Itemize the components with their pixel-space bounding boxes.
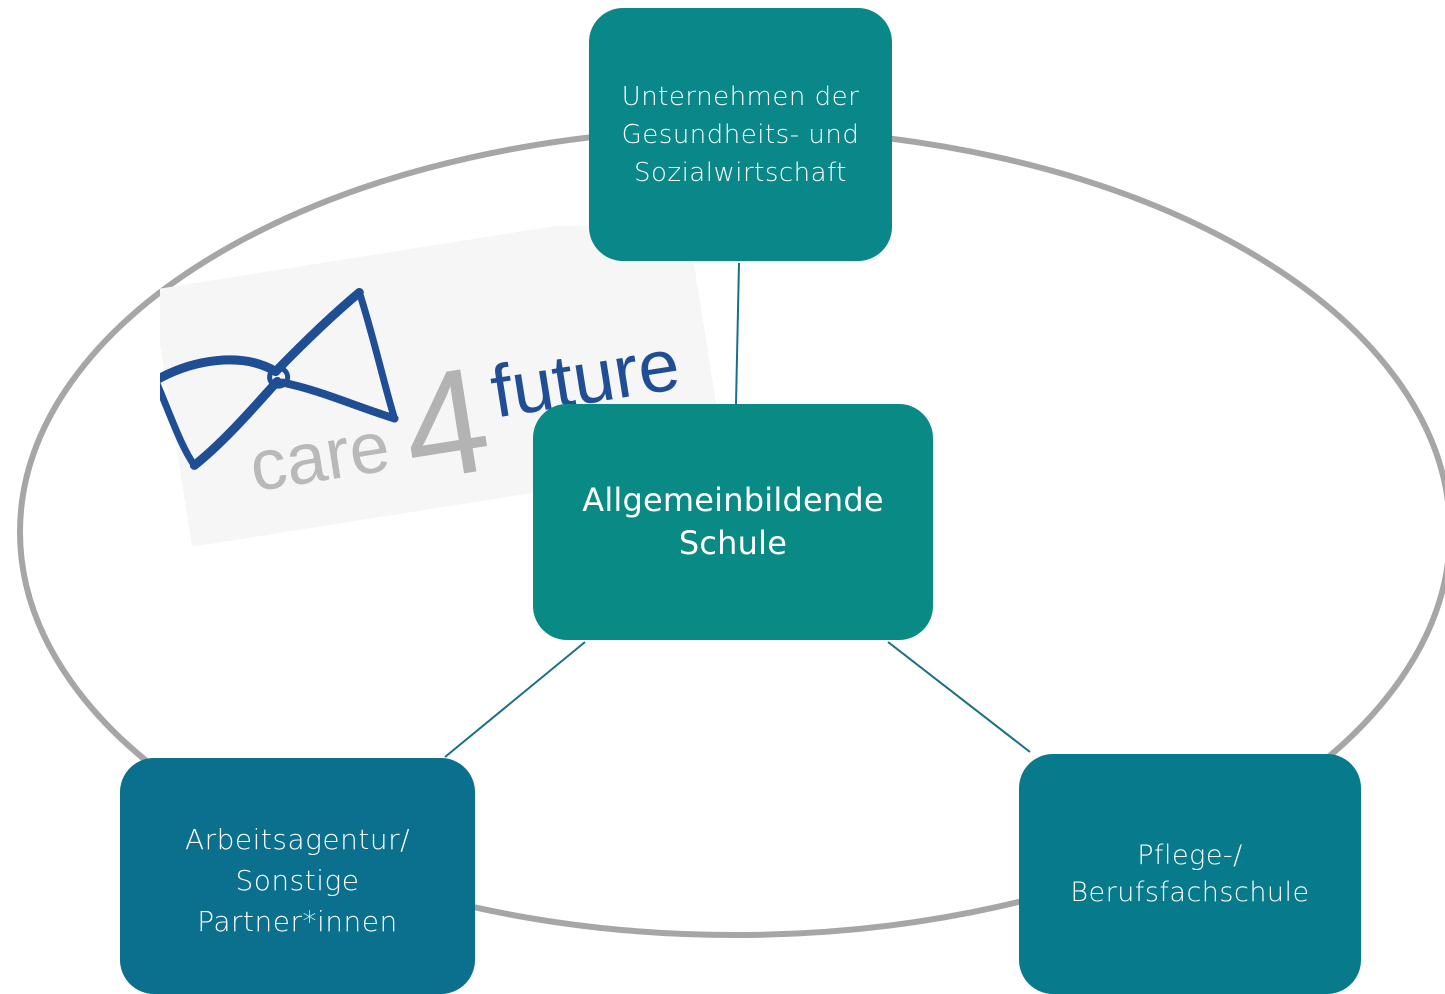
node-pflege-berufsfachschule-label: Pflege-/ Berufsfachschule (1070, 840, 1310, 908)
node-allgemeinbildende-schule-label: Allgemeinbildende Schule (582, 481, 884, 562)
bow-tie-icon (160, 287, 399, 470)
node-arbeitsagentur: Arbeitsagentur/ Sonstige Partner*innen (120, 758, 475, 994)
connector-center-right (887, 641, 1031, 753)
node-arbeitsagentur-label: Arbeitsagentur/ Sonstige Partner*innen (184, 822, 411, 938)
connector-center-left (444, 641, 586, 758)
connector-top-center (735, 262, 740, 405)
node-unternehmen-label: Unternehmen der Gesundheits- und Sozialw… (621, 81, 860, 188)
node-pflege-berufsfachschule: Pflege-/ Berufsfachschule (1019, 754, 1361, 994)
node-allgemeinbildende-schule: Allgemeinbildende Schule (533, 404, 933, 640)
node-unternehmen: Unternehmen der Gesundheits- und Sozialw… (589, 8, 892, 261)
